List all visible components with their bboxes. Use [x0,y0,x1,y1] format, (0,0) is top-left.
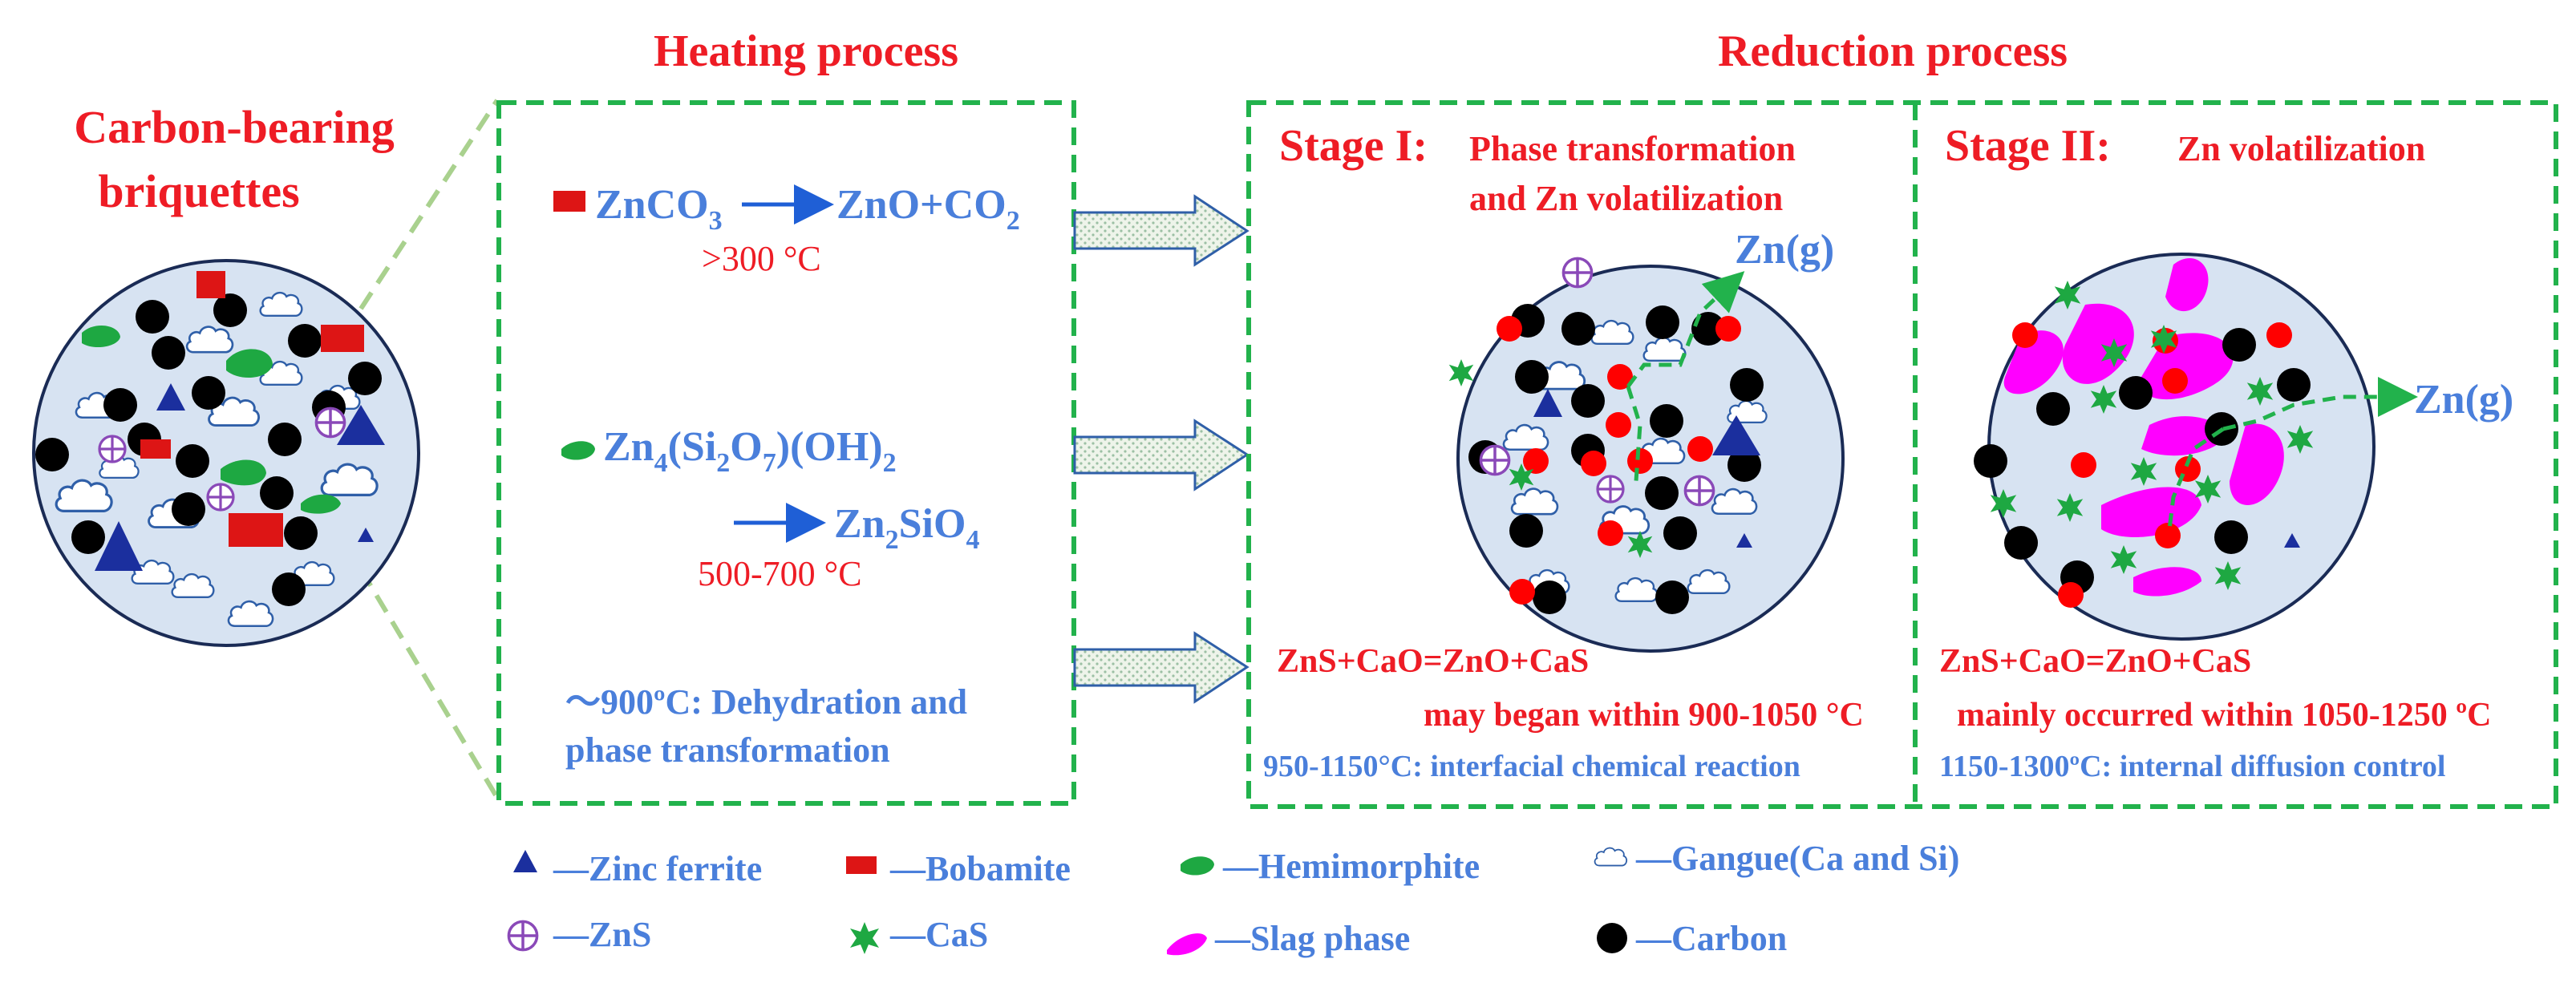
hemimorphite-marker [561,441,595,460]
legend-gangue-label: —Gangue(Ca and Si) [1635,839,1959,878]
stage1-gas: Zn(g) [1735,227,1834,273]
legend-carbon-label: —Carbon [1635,919,1787,958]
zoom-line-top [358,99,500,310]
stage2-desc: Zn volatilization [2177,129,2425,168]
heating-box [496,100,1076,806]
legend: —Zinc ferrite —Bobamite —Hemimorphite —G… [507,839,1959,958]
reaction1: ZnCO3 [595,182,723,236]
stage2-label: Stage II: [1945,121,2111,171]
legend-cas-icon [850,922,879,954]
heating-note-line2: phase transformation [565,730,890,770]
stage2-gas: Zn(g) [2414,377,2513,423]
process-arrow-3 [1073,631,1250,704]
legend-zinc-ferrite-icon [513,850,537,872]
stage2-range: mainly occurred within 1050-1250 ºC [1957,697,2491,734]
bobamite-marker [553,191,585,212]
briquette-circle-stage2 [1974,253,2418,641]
reaction1-product: ZnO+CO2 [836,182,1020,236]
reaction2-temp: 500-700 °C [698,554,862,593]
legend-gangue-icon [1594,847,1628,867]
left-title-line1: Carbon-bearing [74,101,395,153]
stage1-desc-line1: Phase transformation [1469,129,1796,168]
zoom-line-bottom [358,568,500,799]
legend-carbon-icon [1597,923,1627,953]
process-arrow-2 [1073,419,1250,491]
legend-bobamite-icon [846,856,877,874]
legend-zns-label: —ZnS [553,915,651,954]
heating-title: Heating process [654,26,958,76]
stage1-control: 950-1150°C: interfacial chemical reactio… [1263,750,1800,783]
reduction-box [1246,100,2558,809]
legend-slag-icon [1167,933,1207,956]
briquette-circle-left [32,259,420,647]
stage1-range: may began within 900-1050 °C [1424,697,1864,734]
briquette-circle-stage1 [1448,257,1845,653]
legend-slag-label: —Slag phase [1214,919,1410,958]
stage2-control: 1150-1300ºC: internal diffusion control [1939,750,2445,783]
legend-zns-icon [507,920,539,952]
legend-zinc-ferrite-label: —Zinc ferrite [553,849,762,888]
legend-hemimorphite-label: —Hemimorphite [1222,847,1480,886]
reaction2-product: Zn2SiO4 [834,501,979,555]
stage1-label: Stage I: [1279,121,1428,171]
legend-bobamite-label: —Bobamite [889,849,1071,888]
legend-cas-label: —CaS [889,915,988,954]
left-title-line2: briquettes [98,165,299,217]
reaction1-temp: >300 °C [702,239,821,278]
stage1-reaction: ZnS+CaO=ZnO+CaS [1277,643,1589,680]
stage2-reaction: ZnS+CaO=ZnO+CaS [1939,643,2251,680]
legend-hemimorphite-icon [1181,856,1214,876]
heating-note-line1: ～900ºC: Dehydration and [565,682,967,722]
reduction-title: Reduction process [1718,26,2068,76]
stage1-desc-line2: and Zn volatilization [1469,179,1783,218]
reaction2-reactant: Zn4(Si2O7)(OH)2 [603,424,897,478]
process-arrow-1 [1073,194,1250,267]
